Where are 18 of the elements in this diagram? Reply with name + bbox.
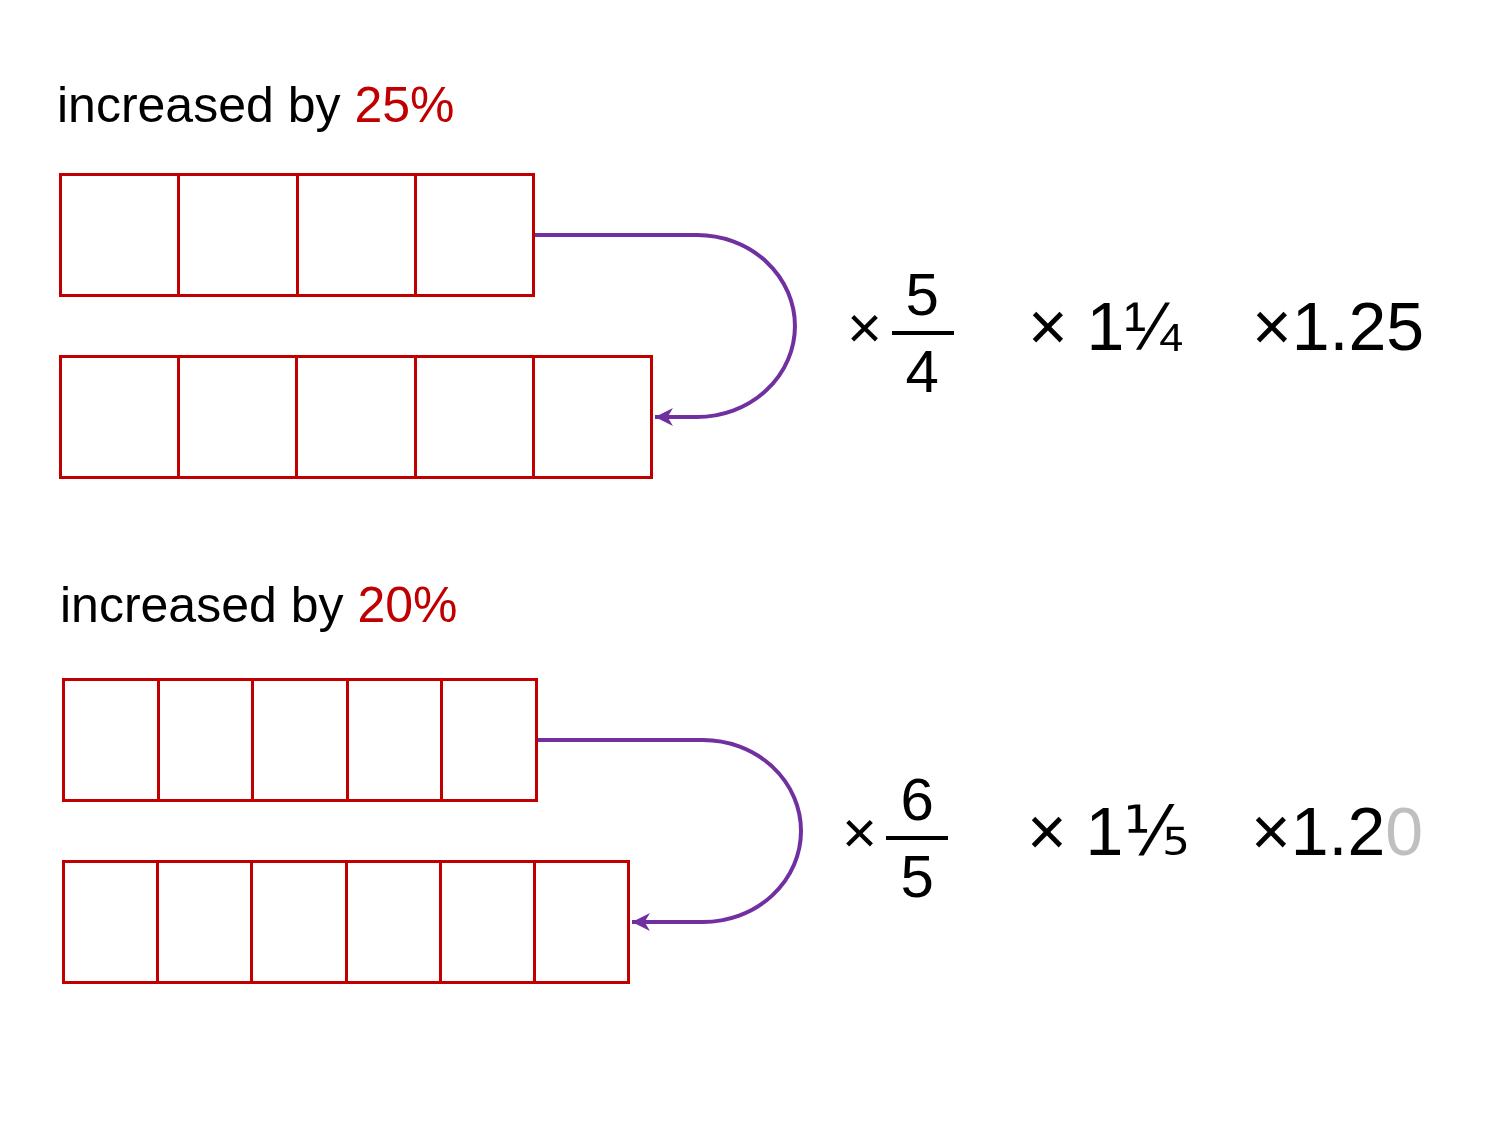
heading: increased by 20% xyxy=(60,580,458,630)
multiply-sign: × xyxy=(842,803,878,863)
multiply-sign: × xyxy=(847,298,883,358)
denominator: 5 xyxy=(900,847,934,907)
bar-model xyxy=(59,355,653,479)
multiplier-text: ×1.20 xyxy=(1251,797,1424,865)
numerator: 6 xyxy=(900,770,934,830)
heading: increased by 25% xyxy=(57,80,455,130)
denominator: 4 xyxy=(905,342,939,402)
numerator: 5 xyxy=(905,265,939,325)
multiplier-text: × 1¼ xyxy=(1028,292,1182,360)
multiplier-text: ×1.25 xyxy=(1252,292,1425,360)
curved-arrow xyxy=(538,738,803,931)
bar-model xyxy=(62,678,538,802)
curved-arrow xyxy=(535,233,797,426)
multiplier-text: × 1⅕ xyxy=(1027,797,1190,865)
bar-model xyxy=(59,173,535,297)
bar-model xyxy=(62,860,630,984)
